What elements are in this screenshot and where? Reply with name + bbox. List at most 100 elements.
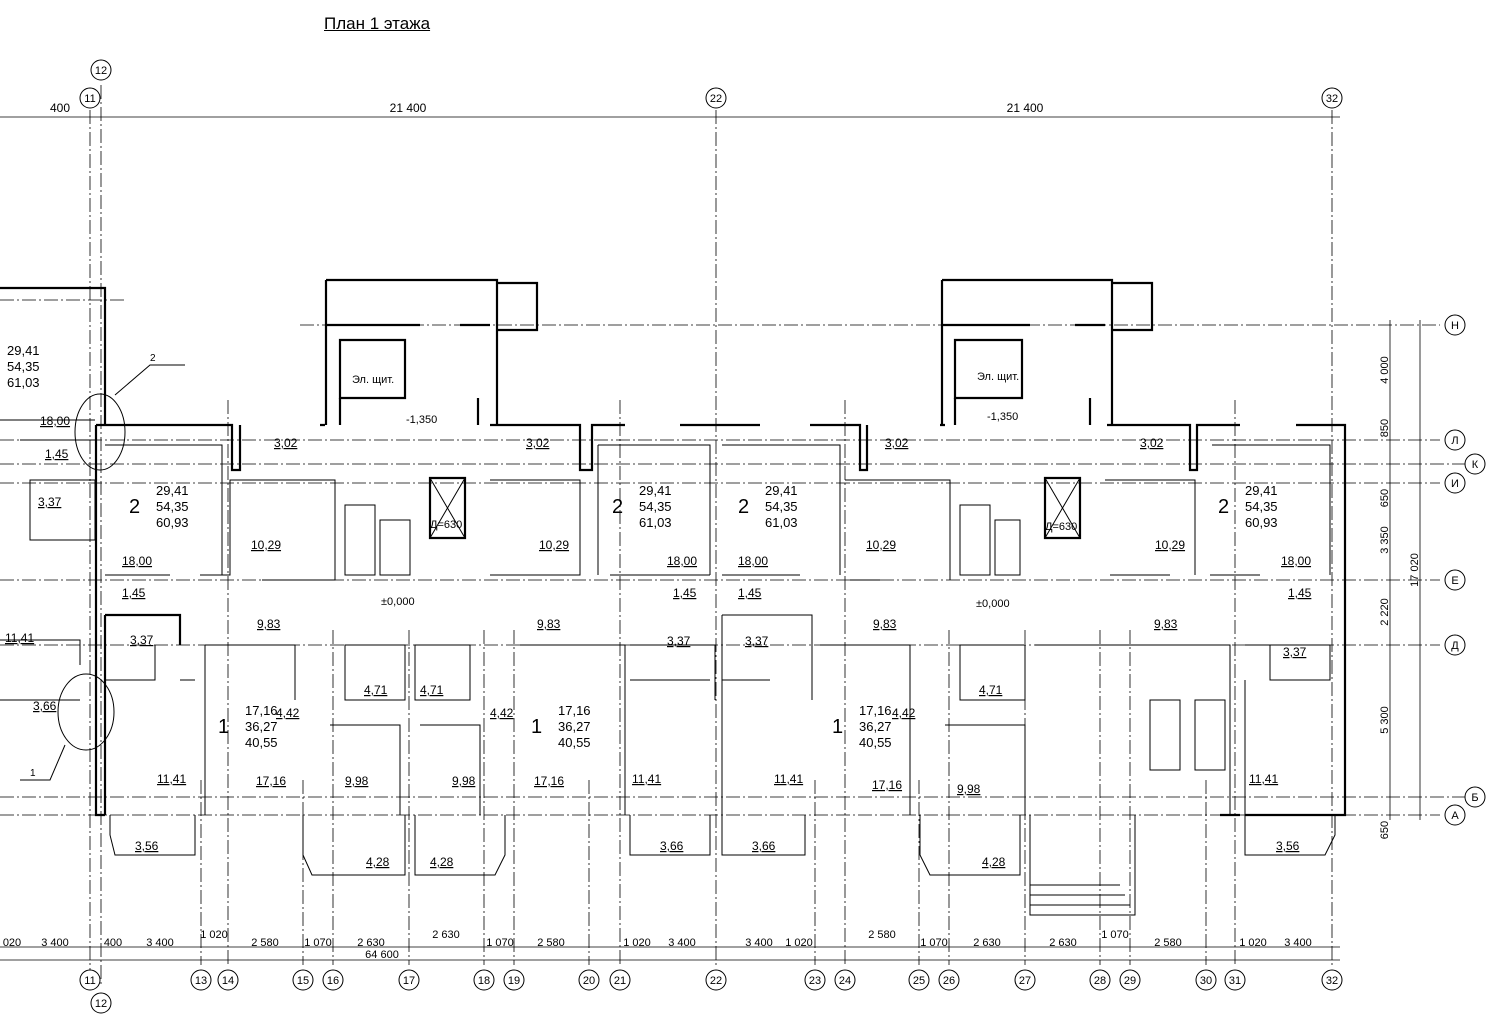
svg-text:18: 18	[478, 975, 490, 987]
callout-number: 1	[30, 768, 36, 779]
svg-text:Е: Е	[1451, 575, 1458, 587]
svg-text:Д: Д	[1451, 640, 1459, 652]
dimension-bottom: 2 630	[1049, 937, 1077, 949]
room-area-label: 18,00	[40, 414, 70, 428]
axis-bubble-right-Д: Д	[1444, 634, 1466, 656]
svg-text:19: 19	[508, 975, 520, 987]
dimension-bottom: 2 580	[537, 937, 565, 949]
dimension-bottom: 1 070	[1101, 929, 1129, 941]
svg-text:23: 23	[809, 975, 821, 987]
room-area-label: 11,41	[632, 772, 661, 786]
apartment-area-with-balcony: 60,93	[156, 515, 189, 530]
svg-text:12: 12	[95, 998, 107, 1010]
svg-text:11: 11	[84, 975, 95, 987]
svg-text:22: 22	[710, 975, 722, 987]
apartment-area-with-balcony: 40,55	[859, 735, 892, 750]
dimension-top: 21 400	[390, 101, 427, 115]
diameter-label: Д=630	[1045, 521, 1077, 533]
room-area-label: 3,37	[667, 634, 691, 648]
axis-bubble-bottom-11: 11	[79, 969, 101, 991]
apartment-rooms: 1	[218, 716, 229, 738]
svg-text:32: 32	[1326, 93, 1338, 105]
axis-bubble-bottom-23: 23	[804, 969, 826, 991]
room-area-label: 11,41	[1249, 772, 1278, 786]
dimension-bottom: 400	[104, 937, 122, 949]
apartment-area-with-balcony: 61,03	[7, 375, 40, 390]
room-area-label: 10,29	[251, 538, 281, 552]
room-area-label: 3,56	[1276, 839, 1300, 853]
svg-text:28: 28	[1094, 975, 1106, 987]
svg-text:32: 32	[1326, 975, 1338, 987]
apartment-rooms: 2	[738, 496, 749, 518]
dimension-right: 650	[1379, 821, 1391, 839]
electric-panel-label: Эл. щит.	[352, 374, 394, 386]
room-area-label: 4,42	[892, 706, 916, 720]
dimension-bottom: 2 630	[357, 937, 385, 949]
axis-bubble-top-22: 22	[705, 87, 727, 109]
dimension-bottom: 2 580	[1154, 937, 1182, 949]
room-area-label: 9,98	[957, 782, 981, 796]
apartment-rooms: 1	[832, 716, 843, 738]
axis-bubble-bottom-32: 32	[1321, 969, 1343, 991]
apartment-area-total: 54,35	[156, 499, 189, 514]
axis-bubble-bottom-14: 14	[217, 969, 239, 991]
dimension-bottom: 1 070	[920, 937, 948, 949]
room-area-label: 1,45	[45, 447, 69, 461]
dimension-top: 400	[50, 101, 70, 115]
room-area-label: 3,56	[135, 839, 159, 853]
room-area-label: 3,37	[130, 633, 154, 647]
diameter-label: Д=630	[430, 519, 462, 531]
svg-text:Л: Л	[1451, 435, 1458, 447]
svg-text:15: 15	[297, 975, 309, 987]
apartment-area-living: 29,41	[156, 483, 189, 498]
svg-text:К: К	[1472, 459, 1479, 471]
dimension-bottom: 1 070	[304, 937, 332, 949]
svg-text:25: 25	[913, 975, 925, 987]
axis-bubble-bottom-13: 13	[190, 969, 212, 991]
svg-text:16: 16	[327, 975, 339, 987]
axis-bubble-right-И: И	[1444, 472, 1466, 494]
level-mark: -1,350	[406, 414, 437, 426]
room-area-label: 18,00	[1281, 554, 1311, 568]
apartment-area-living: 17,16	[859, 703, 892, 718]
axis-bubble-bottom-31: 31	[1224, 969, 1246, 991]
apartment-rooms: 2	[129, 496, 140, 518]
room-area-label: 3,02	[526, 436, 550, 450]
apartment-area-living: 29,41	[1245, 483, 1278, 498]
dimension-bottom: 3 400	[1284, 937, 1312, 949]
axis-bubble-right-Н: Н	[1444, 314, 1466, 336]
svg-text:29: 29	[1124, 975, 1136, 987]
dimension-lines	[0, 116, 1421, 961]
apartment-area-living: 29,41	[765, 483, 798, 498]
apartment-area-with-balcony: 60,93	[1245, 515, 1278, 530]
room-area-label: 4,42	[490, 706, 514, 720]
room-area-label: 3,02	[274, 436, 298, 450]
axis-bubble-bottom-27: 27	[1014, 969, 1036, 991]
plan-title: План 1 этажа	[324, 14, 431, 33]
svg-text:Б: Б	[1471, 792, 1478, 804]
axis-bubble-bottom-29: 29	[1119, 969, 1141, 991]
room-area-label: 17,16	[534, 774, 564, 788]
svg-text:12: 12	[95, 65, 107, 77]
axis-bubble-right-Б: Б	[1464, 786, 1486, 808]
apartment-area-with-balcony: 61,03	[639, 515, 672, 530]
room-area-label: 3,02	[885, 436, 909, 450]
apartment-rooms: 2	[612, 496, 623, 518]
svg-text:24: 24	[839, 975, 851, 987]
svg-text:Н: Н	[1451, 320, 1459, 332]
room-area-label: 4,71	[364, 683, 388, 697]
dimension-bottom: 3 400	[41, 937, 69, 949]
dimension-right: 5 300	[1379, 706, 1391, 734]
room-area-label: 4,71	[420, 683, 444, 697]
apartment-area-living: 17,16	[245, 703, 278, 718]
room-area-label: 4,71	[979, 683, 1003, 697]
room-area-label: 18,00	[738, 554, 768, 568]
svg-text:31: 31	[1229, 975, 1241, 987]
dimension-bottom: 3 400	[668, 937, 696, 949]
room-area-label: 11,41	[5, 631, 34, 645]
axis-bubble-bottom-30: 30	[1195, 969, 1217, 991]
dimension-bottom: 2 580	[251, 937, 279, 949]
svg-text:30: 30	[1200, 975, 1212, 987]
apartment-area-total: 54,35	[1245, 499, 1278, 514]
